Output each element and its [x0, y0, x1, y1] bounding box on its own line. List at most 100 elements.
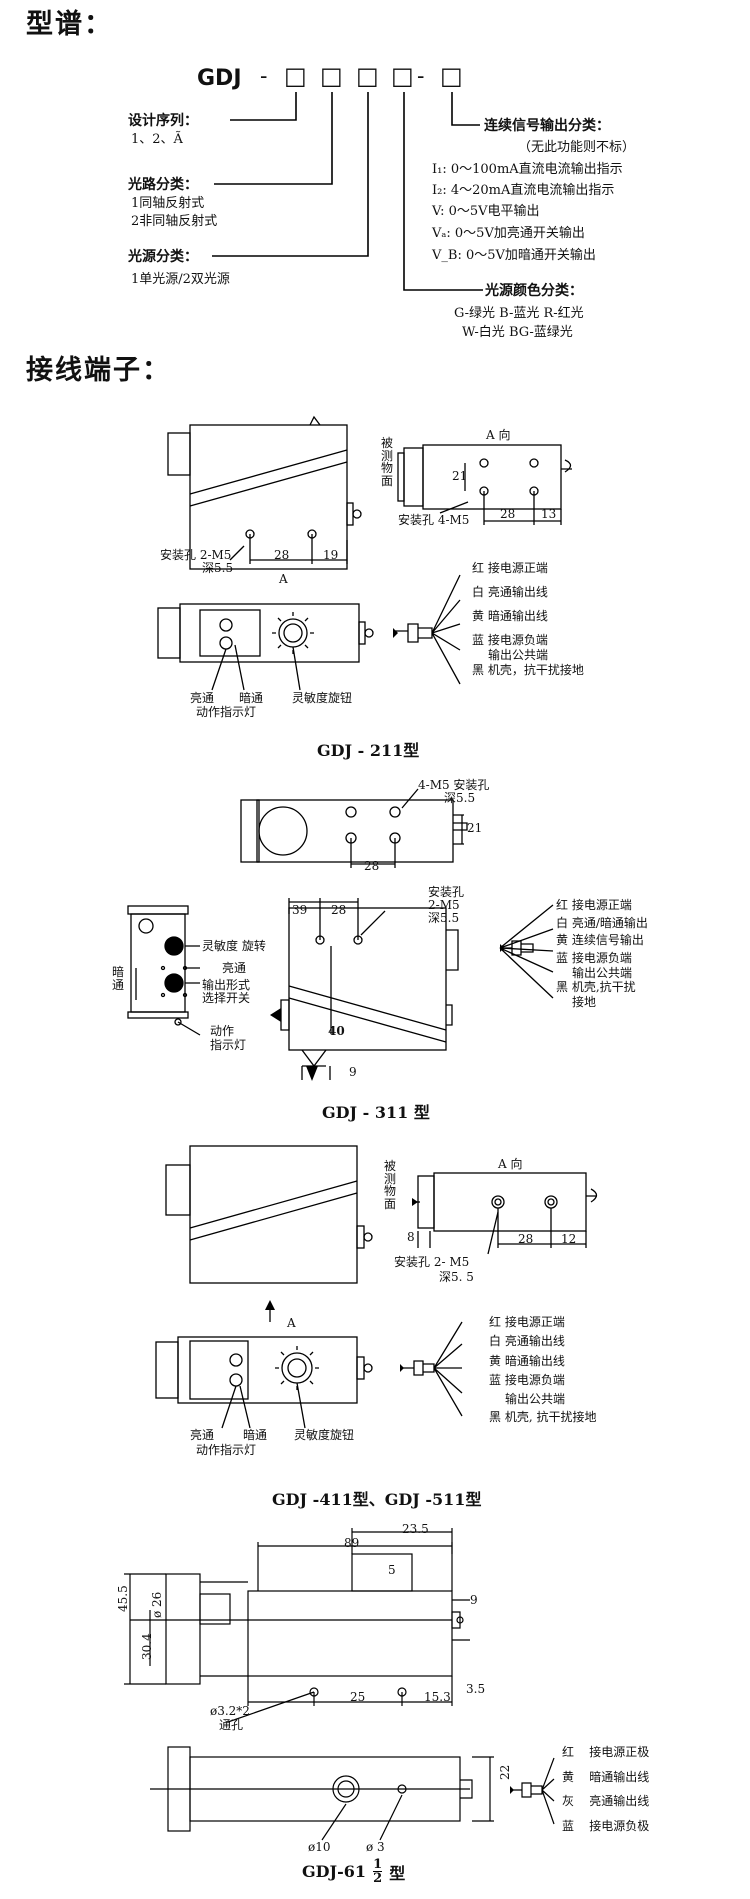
output-item-i2: I₂: 4～20mA直流电流输出指示	[432, 183, 615, 198]
gdj311-dark-label: 暗通	[112, 965, 125, 992]
model-code-dash: -	[260, 64, 268, 89]
color-class-heading: 光源颜色分类：	[485, 283, 583, 299]
gdj311-wire-blue: 蓝 接电源负端	[556, 950, 632, 965]
gdj61-caption: GDJ-61 1 2 型	[302, 1858, 405, 1885]
gdj61-through-hole: 通孔	[219, 1718, 244, 1732]
gdj211-dim-21: 21	[452, 469, 468, 483]
gdj61-caption-fraction: 1 2	[373, 1857, 383, 1886]
gdj61-dim-15-3: 15.3	[424, 1690, 451, 1704]
output-item-va: Vₐ: 0～5V加亮通开关输出	[432, 226, 585, 241]
gdj211-a-arrow-label: A	[279, 572, 288, 586]
model-spectrum-heading: 型谱：	[26, 9, 113, 40]
gdj411-arrow-a: A	[287, 1316, 296, 1330]
gdj211-indicator-label: 动作指示灯	[196, 705, 257, 719]
gdj61-dim-25: 25	[350, 1690, 366, 1704]
gdj61-dim-10: ø10	[308, 1840, 331, 1854]
light-source-options: 1单光源/2双光源	[131, 272, 230, 287]
gdj211-bright-label: 亮通	[190, 691, 215, 705]
model-code-dash-2: -	[417, 64, 425, 89]
gdj61-dim-3: ø 3	[366, 1840, 385, 1854]
model-code-box-3: □	[356, 62, 379, 90]
gdj411-wire-yellow: 黄 暗通输出线	[489, 1354, 565, 1369]
output-item-i1: I₁: 0～100mA直流电流输出指示	[432, 162, 623, 177]
design-series-values: 1、2、Ã	[131, 132, 183, 147]
gdj61-dim-22: 22	[498, 1764, 512, 1780]
model-code-prefix: GDJ	[197, 66, 242, 91]
gdj411-a-view-label: A 向	[498, 1157, 523, 1171]
model-code-box-2: □	[320, 62, 343, 90]
gdj411-wire-blue: 蓝 接电源负端	[489, 1372, 565, 1387]
gdj211-a-view-label: A 向	[486, 428, 511, 442]
gdj211-wire-white: 白 亮通输出线	[472, 585, 548, 599]
gdj411-mount: 安装孔 2- M5	[394, 1255, 470, 1269]
output-class-note: （无此功能则不标）	[518, 140, 636, 155]
gdj211-sensitivity-label: 灵敏度旋钮	[292, 691, 353, 705]
gdj61-wire-list: 红 接电源正极 黄 暗通输出线 灰 亮通输出线 蓝 接电源负极	[562, 1745, 649, 1834]
gdj311-wire-yellow: 黄 连续信号输出	[556, 933, 644, 948]
gdj411-wire-red: 红 接电源正端	[489, 1315, 565, 1329]
light-path-option-2: 2非同轴反射式	[131, 214, 218, 229]
gdj211-target-label: 被测物面	[381, 436, 394, 488]
gdj211-wire-blue: 蓝 接电源负端	[472, 633, 548, 647]
gdj211-wire-common: 输出公共端	[488, 648, 549, 662]
gdj311-caption: GDJ - 311 型	[322, 1103, 430, 1122]
gdj61-hole-spec: ø3.2*2	[210, 1704, 250, 1718]
gdj411-wire-list: 红 接电源正端 白 亮通输出线 黄 暗通输出线 蓝 接电源负端 输出公共端 黑 …	[489, 1315, 596, 1425]
gdj211-dark-label: 暗通	[239, 691, 264, 705]
gdj61-caption-model: GDJ-61	[302, 1862, 367, 1881]
gdj211-wire-list: 红 接电源正端 白 亮通输出线 黄 暗通输出线 蓝 接电源负端 输出公共端 黑 …	[472, 561, 584, 678]
gdj411-dim-12: 12	[561, 1232, 577, 1246]
gdj211-dim-28-b: 28	[274, 548, 290, 562]
gdj61-dim-23-5: 23.5	[402, 1522, 429, 1536]
gdj211-dim-13: 13	[541, 507, 557, 521]
gdj311-switch-label: 输出形式选择开关	[202, 978, 251, 1006]
gdj311-wire-ground: 接地	[572, 994, 597, 1009]
gdj61-wire-blue: 蓝 接电源负极	[562, 1818, 650, 1833]
gdj311-wire-black: 黑 机壳,抗干扰	[556, 980, 636, 995]
gdj211-wire-black: 黑 机壳，抗干扰接地	[472, 663, 584, 677]
gdj211-mount-side: 安装孔 4-M5	[398, 513, 470, 527]
output-item-vb: V_B: 0～5V加暗通开关输出	[432, 248, 596, 263]
gdj411-wire-black: 黑 机壳, 抗干扰接地	[489, 1410, 597, 1425]
light-path-heading: 光路分类：	[128, 177, 198, 193]
color-class-line-1: G-绿光 B-蓝光 R-红光	[454, 306, 584, 321]
gdj61-wire-gray: 灰 亮通输出线	[562, 1794, 650, 1809]
gdj61-dim-89: 89	[344, 1536, 360, 1550]
light-source-heading: 光源分类：	[128, 249, 198, 265]
gdj411-wire-common: 输出公共端	[505, 1391, 566, 1406]
gdj411-bright-label: 亮通	[190, 1428, 215, 1442]
gdj311-wire-list: 红 接电源正端 白 亮通/暗通输出 黄 连续信号输出 蓝 接电源负端 输出公共端…	[556, 898, 648, 1009]
gdj61-dim-3-5: 3.5	[466, 1682, 486, 1696]
gdj61-wire-yellow: 黄 暗通输出线	[562, 1769, 650, 1784]
gdj311-dim-28-top: 28	[364, 859, 380, 873]
gdj411-depth: 深5. 5	[439, 1270, 474, 1284]
gdj311-dim-39: 39	[292, 903, 308, 917]
gdj311-bright-label: 亮通	[222, 961, 247, 975]
gdj311-indicator-label: 动作指示灯	[210, 1024, 247, 1053]
gdj411-dim-28: 28	[518, 1232, 534, 1246]
gdj411-wire-white: 白 亮通输出线	[489, 1333, 565, 1348]
gdj211-depth: 深5.5	[202, 561, 234, 575]
gdj311-dim-9: 9	[349, 1065, 357, 1079]
gdj61-dim-9: 9	[470, 1593, 478, 1607]
gdj61-dim-30-4: 30.4	[140, 1633, 154, 1660]
light-path-option-1: 1同轴反射式	[131, 196, 205, 211]
gdj211-dim-28-a: 28	[500, 507, 516, 521]
gdj311-wire-white: 白 亮通/暗通输出	[556, 915, 648, 930]
gdj211-mount-bottom: 安装孔 2-M5	[160, 548, 232, 562]
gdj61-dim-45-5: 45.5	[116, 1585, 130, 1612]
gdj311-wire-red: 红 接电源正端	[556, 898, 632, 912]
gdj311-top-hole: 4-M5 安装孔	[418, 778, 490, 792]
gdj411-target-label: 被测物面	[384, 1159, 397, 1211]
gdj211-wire-red: 红 接电源正端	[472, 561, 548, 575]
gdj61-dim-26: ø 26	[150, 1591, 164, 1618]
output-class-heading: 连续信号输出分类：	[484, 118, 610, 134]
wiring-terminal-heading: 接线端子：	[26, 355, 171, 386]
output-item-v: V: 0～5V电平输出	[432, 204, 540, 219]
gdj311-top-depth: 深5.5	[444, 791, 476, 805]
